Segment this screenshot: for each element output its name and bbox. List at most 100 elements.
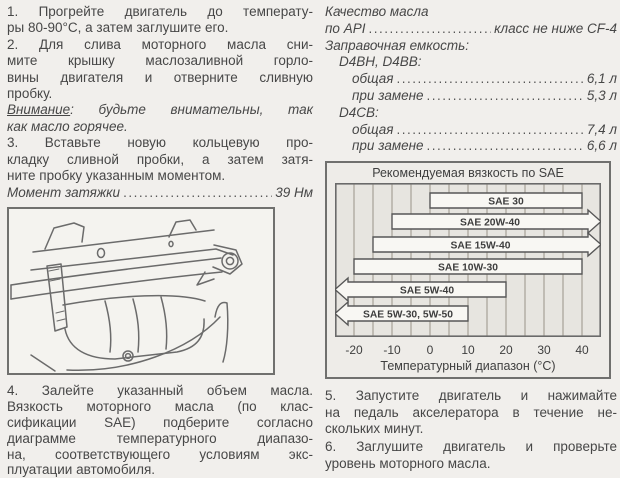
capacity-row: общая 7,4 л	[325, 122, 617, 139]
socket-ring-inner	[225, 256, 235, 266]
text-line: ните пробку указанным моментом.	[7, 168, 226, 184]
text-line: уровень моторного масла.	[325, 455, 491, 471]
mount-left	[44, 222, 85, 250]
x-tick-label: 30	[537, 343, 551, 358]
viscosity-bar	[333, 276, 507, 303]
oil-spec-block: Качество масла по API класс не ниже CF-4…	[325, 4, 617, 155]
chart-title: Рекомендуемая вязкость по SAE	[372, 166, 564, 181]
engine-oil-drain-illustration	[10, 219, 243, 372]
socket-ring-outer	[221, 252, 239, 270]
text-line: 4. Залейте указанный объем масла.	[7, 382, 313, 398]
bar-label: SAE 15W-40	[451, 240, 511, 251]
dotted-leader	[396, 71, 583, 88]
x-tick-label: 20	[499, 343, 513, 358]
engine-group-name: D4BH, D4BB:	[339, 54, 422, 70]
x-axis-title: Температурный диапазон (°C)	[380, 359, 556, 374]
socket-joint	[212, 244, 243, 275]
capacity-row: при замене 6,6 л	[325, 138, 617, 155]
capacity-value: 5,3 л	[586, 87, 617, 103]
viscosity-bar	[429, 192, 583, 209]
capacity-value: 7,4 л	[586, 121, 617, 137]
text-line: Вязкость моторного масла (по клас-	[7, 398, 313, 414]
step-4-text: 4. Залейте указанный объем масла.Вязкост…	[7, 383, 313, 478]
engine-group-name: D4CB:	[339, 104, 379, 120]
text-line: 1. Прогрейте двигатель до температу-	[7, 4, 313, 19]
pan-rib-3	[160, 296, 168, 350]
torque-spec-line: Момент затяжки 39 Нм	[7, 185, 313, 201]
drain-plug-center	[124, 352, 132, 360]
x-tick-label: -10	[383, 343, 401, 358]
capacity-label: при замене	[352, 87, 424, 103]
x-tick-label: 10	[461, 343, 475, 358]
text-line: сификации SAE) подберите согласно	[7, 414, 313, 430]
frame-sweep	[66, 316, 221, 371]
api-value: класс не ниже CF-4	[494, 20, 617, 36]
breaker-bar-top	[10, 257, 222, 286]
bar-label: SAE 5W-40	[400, 285, 454, 296]
capacity-label: общая	[352, 71, 394, 87]
text-line: 3. Вставьте новую кольцевую про-	[7, 135, 313, 151]
text-line: ры 80-90°C, а затем заглушите его.	[7, 20, 229, 36]
step-3-text: 3. Вставьте новую кольцевую про-кладку с…	[7, 135, 313, 184]
bar-label: SAE 30	[488, 196, 524, 207]
sae-viscosity-chart: Рекомендуемая вязкость по SAE SAE 30 SAE …	[325, 161, 611, 380]
warning-line-2: как масло горячее.	[7, 118, 128, 134]
oil-quality-heading: Качество масла	[325, 4, 429, 19]
dotted-leader	[396, 122, 583, 139]
capacity-row: при замене 5,3 л	[325, 88, 617, 105]
pan-outline	[64, 318, 205, 360]
breaker-bar-bottom	[10, 271, 223, 300]
capacity-heading: Заправочная емкость:	[325, 37, 469, 53]
x-tick-label: 40	[575, 343, 589, 358]
pan-rib-2	[132, 298, 140, 353]
viscosity-bar	[333, 300, 469, 327]
text-line: плуатации автомобиля.	[7, 462, 156, 478]
drain-plug	[122, 350, 134, 362]
viscosity-bar	[353, 258, 583, 275]
beam-top-edge	[32, 229, 215, 253]
warning-line-1: Внимание: будьте внимательны, так	[7, 102, 313, 118]
capacity-label: при замене	[352, 138, 424, 154]
beam-hole-small	[168, 240, 174, 248]
viscosity-bar	[372, 231, 603, 258]
bar-label: SAE 5W-30, 5W-50	[363, 309, 453, 320]
bar-label: SAE 10W-30	[438, 262, 498, 273]
frame-flange	[214, 301, 229, 363]
torque-value: 39 Нм	[275, 185, 313, 201]
text-line: 5. Запустите двигатель и нажимайте	[325, 388, 617, 404]
left-bracket	[46, 263, 68, 332]
text-line: пробку.	[7, 86, 53, 102]
text-line: 2. Для слива моторного масла сни-	[7, 36, 313, 52]
text-line: скольких минут.	[325, 420, 424, 436]
pan-top-curve	[62, 294, 206, 306]
api-class-line: по API класс не ниже CF-4	[325, 21, 617, 38]
text-line: на педаль акселератора в течение не-	[325, 404, 617, 420]
corner-line	[30, 354, 56, 372]
x-tick-label: -20	[345, 343, 363, 358]
text-line: на, соответствующего условиям экс-	[7, 446, 313, 462]
beam-hole-large	[96, 247, 106, 259]
bracket-hatching	[48, 268, 66, 322]
text-line: диаграмме температурного диапазо-	[7, 430, 313, 446]
api-label: по API	[325, 20, 366, 36]
capacity-row: общая 6,1 л	[325, 71, 617, 88]
warning-label: Внимание	[7, 102, 71, 118]
step-1-text: 1. Прогрейте двигатель до температу-ры 8…	[7, 4, 313, 37]
warning-rest: : будьте внимательны, так	[70, 102, 313, 118]
text-line: кладку сливной пробки, а затем затя-	[7, 151, 313, 167]
warning-note: Внимание: будьте внимательны, так как ма…	[7, 102, 313, 135]
dotted-leader	[427, 138, 584, 155]
left-column: 1. Прогрейте двигатель до температу-ры 8…	[7, 4, 313, 478]
text-line: вины двигателя и отверните сливную	[7, 69, 313, 85]
joint-lower-v	[196, 271, 215, 286]
dotted-leader	[427, 88, 584, 105]
text-line: мите крышку маслозаливной горло-	[7, 53, 313, 69]
mount-right	[168, 219, 197, 238]
viscosity-bar	[391, 208, 603, 235]
